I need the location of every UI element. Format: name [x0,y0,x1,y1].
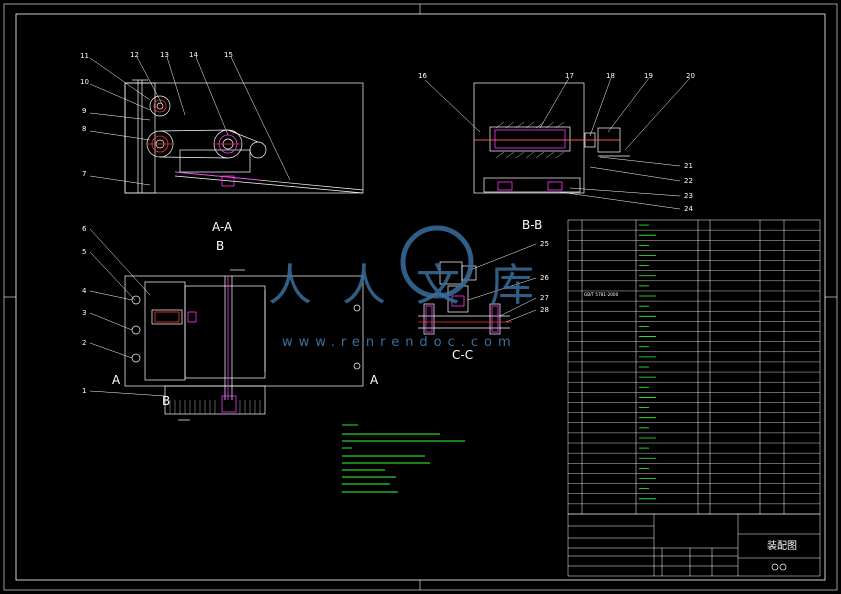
balloon-19: 19 [644,72,653,80]
balloon-11: 11 [80,52,89,60]
view-bb [473,82,630,194]
view-aa [124,79,364,194]
section-label-a-left: A [112,373,121,387]
balloon-27: 27 [540,294,549,302]
watermark: 人人文库 www.renrendoc.com [268,225,564,350]
balloon-16: 16 [418,72,427,80]
view-aa-balloons: 11 12 13 14 15 10 9 8 7 [80,51,233,178]
balloon-20: 20 [686,72,695,80]
view-aa-colored-parts [148,99,261,187]
view-bb-hatch [495,121,565,159]
balloon-21: 21 [684,162,693,170]
balloon-15: 15 [224,51,233,59]
balloon-10: 10 [80,78,89,86]
section-label-bb: B-B [522,218,542,232]
balloon-7: 7 [82,170,86,178]
watermark-logo-ring [400,225,474,299]
balloon-28: 28 [540,306,549,314]
watermark-main: 人人文库 [268,260,564,311]
balloon-24: 24 [684,205,693,213]
balloon-12: 12 [130,51,139,59]
view-plan [124,269,364,421]
watermark-url: www.renrendoc.com [282,335,517,350]
balloon-23: 23 [684,192,693,200]
balloon-6: 6 [82,225,87,233]
balloon-25: 25 [540,240,549,248]
view-cc-balloons: 25 26 27 28 [540,240,549,314]
balloon-5: 5 [82,248,86,256]
balloon-3: 3 [82,309,86,317]
view-bb-balloons: 16 17 18 19 20 21 22 23 24 [418,72,695,213]
bom-first-row-standard: GB/T 5781-2000 [584,292,619,297]
balloon-26: 26 [540,274,549,282]
title-block-title: 装配图 [767,539,797,552]
balloon-18: 18 [606,72,615,80]
view-plan-rack [169,400,261,414]
balloon-1: 1 [82,387,86,395]
technical-notes [342,424,465,493]
balloon-2: 2 [82,339,86,347]
balloon-9: 9 [82,107,86,115]
bom-entries [639,224,656,500]
view-plan-colored-parts [154,276,237,413]
balloon-17: 17 [565,72,574,80]
bom-table [567,219,821,515]
section-label-a-right: A [370,373,379,387]
title-block-marks [771,563,787,571]
view-aa-leaders [89,56,291,186]
view-bb-colored-parts [474,129,620,191]
section-label-cc: C-C [452,348,473,362]
section-label-b-top: B [216,239,224,253]
view-plan-leaders [89,228,166,397]
balloon-22: 22 [684,177,693,185]
balloon-4: 4 [82,287,87,295]
view-cc-leaders [467,243,537,323]
balloon-13: 13 [160,51,169,59]
bom-rows [568,229,820,505]
view-bb-leaders [424,77,691,210]
view-plan-balloons: 6 5 4 3 2 1 [82,225,87,395]
balloon-8: 8 [82,125,86,133]
centering-marks [4,4,837,590]
section-label-aa: A-A [212,220,233,234]
view-cc [418,261,510,335]
section-label-b-bottom: B [162,394,170,408]
title-block [567,513,821,577]
balloon-14: 14 [189,51,198,59]
view-cc-colored-parts [418,295,512,333]
